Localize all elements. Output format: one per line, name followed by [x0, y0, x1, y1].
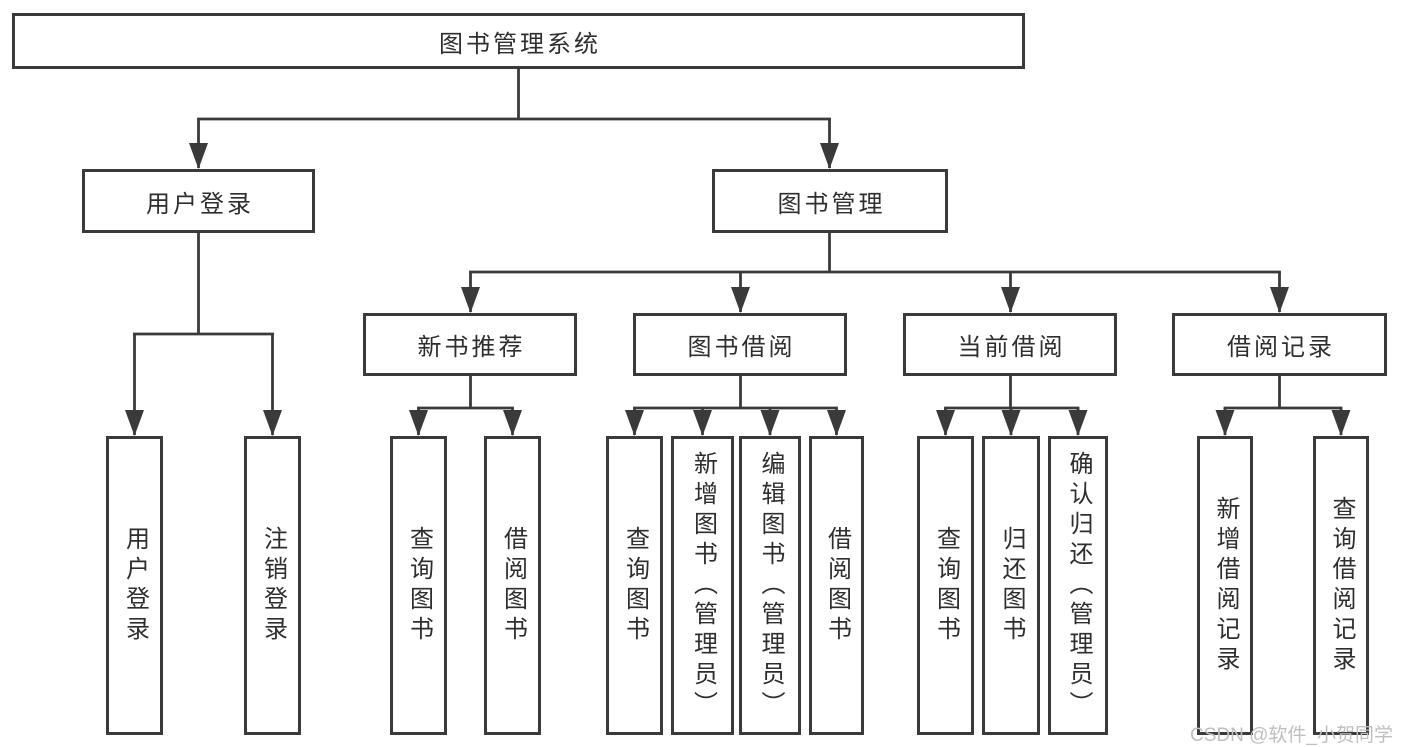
- node-user-login: 用户登录: [82, 169, 315, 233]
- leaf-return-book: 归还图书: [982, 436, 1040, 735]
- leaf-user-login: 用户登录: [106, 436, 163, 735]
- leaf-query-book: 查询图书: [917, 436, 974, 735]
- watermark: CSDN @软件_小贺同学: [1190, 725, 1393, 746]
- leaf-add-book-admin: 新增图书（管理员）: [671, 436, 734, 735]
- leaf-add-borrow-record: 新增借阅记录: [1197, 436, 1253, 735]
- leaf-borrow-book: 借阅图书: [484, 436, 541, 735]
- node-book-borrowing: 图书借阅: [633, 313, 847, 376]
- leaf-edit-book-admin: 编辑图书（管理员）: [739, 436, 801, 735]
- leaf-query-book: 查询图书: [606, 436, 663, 735]
- node-current-borrowing: 当前借阅: [903, 313, 1117, 376]
- node-book-management: 图书管理: [712, 169, 948, 233]
- node-root: 图书管理系统: [12, 13, 1025, 69]
- node-new-book-recommend: 新书推荐: [363, 313, 577, 376]
- leaf-confirm-return-admin: 确认归还（管理员）: [1048, 436, 1108, 735]
- leaf-query-borrow-record: 查询借阅记录: [1313, 436, 1369, 735]
- leaf-logout: 注销登录: [244, 436, 301, 735]
- leaf-query-book: 查询图书: [390, 436, 447, 735]
- leaf-borrow-book: 借阅图书: [809, 436, 864, 735]
- node-borrowing-records: 借阅记录: [1172, 313, 1387, 376]
